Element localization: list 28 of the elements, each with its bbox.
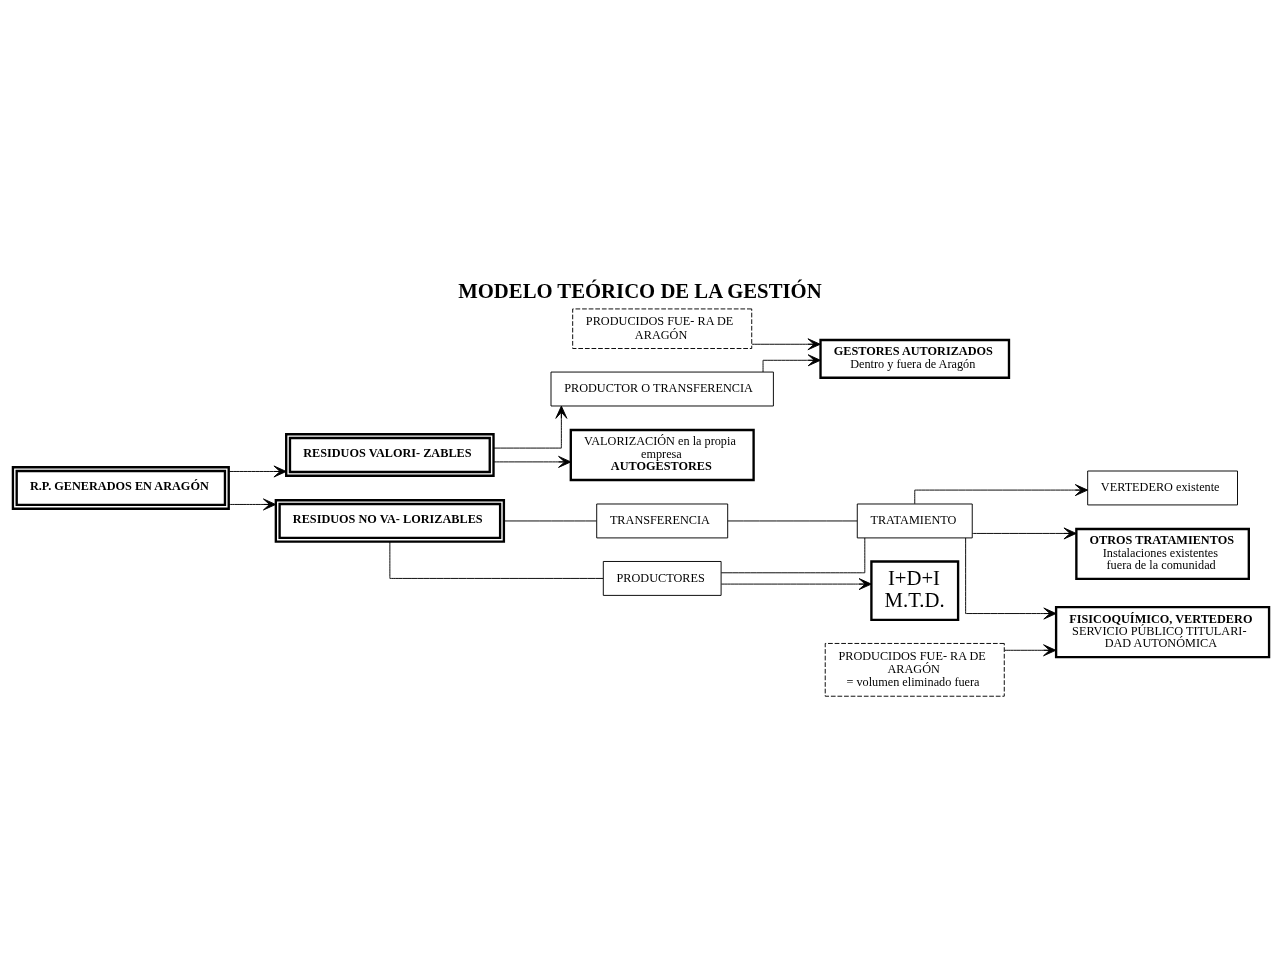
node-box: PRODUCIDOS FUE- RA DE ARAGÓN = volumen eliminado fuera xyxy=(824,642,1005,697)
node-box: VERTEDERO existente xyxy=(1087,470,1238,505)
arrow xyxy=(751,337,821,350)
node-box: FISICOQUÍMICO, VERTEDERO SERVICIO PÚBLICO TITULARI- DAD AUTONÓMICA xyxy=(1054,605,1271,658)
connector xyxy=(503,520,597,521)
node-box: VALORIZACIÓN en la propia empresa AUTOGESTORES xyxy=(569,428,755,481)
connector xyxy=(727,520,858,521)
connector xyxy=(720,536,866,573)
arrow xyxy=(228,465,287,477)
node-box: TRATAMIENTO xyxy=(856,503,973,538)
node-box: OTROS TRATAMIENTOS Instalaciones existentes fuera de la comunidad xyxy=(1075,527,1250,580)
arrow xyxy=(762,353,821,372)
arrow xyxy=(965,536,1057,619)
arrow xyxy=(493,405,568,449)
arrow xyxy=(493,455,572,468)
arrow xyxy=(228,497,277,510)
diagram-title: MODELO TEÓRICO DE LA GESTIÓN xyxy=(458,279,822,302)
node-box: TRANSFERENCIA xyxy=(596,503,729,538)
node-box: PRODUCIDOS FUE- RA DE ARAGÓN xyxy=(572,307,753,349)
arrow xyxy=(1004,643,1057,656)
node-box: RESIDUOS NO VA- LORIZABLES xyxy=(274,498,506,543)
node-box: GESTORES AUTORIZADOS Dentro y fuera de Aragón xyxy=(819,338,1011,379)
node-box: PRODUCTOR O TRANSFERENCIA xyxy=(550,371,774,406)
node-box: PRODUCTORES xyxy=(602,560,722,596)
connector xyxy=(389,540,604,579)
arrow xyxy=(972,526,1077,539)
arrow xyxy=(720,577,872,590)
node-box: I+D+I M.T.D. xyxy=(870,559,960,621)
